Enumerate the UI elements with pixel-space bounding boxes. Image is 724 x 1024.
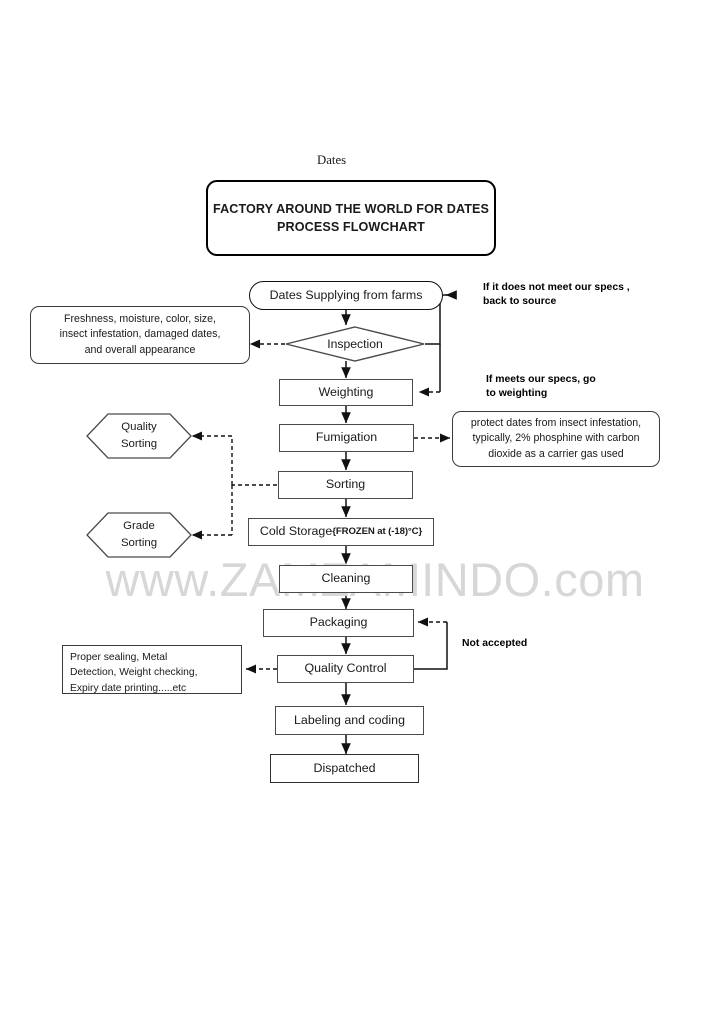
node-sorting[interactable]: Sorting — [278, 471, 413, 499]
note-fumigation-line-2: typically, 2% phosphine with carbon — [472, 432, 640, 445]
note-inspection-criteria: Freshness, moisture, color, size, insect… — [30, 306, 250, 364]
note-qc-line-3: Expiry date printing.....etc — [70, 682, 187, 694]
node-grade-sorting[interactable]: Grade Sorting — [86, 512, 192, 558]
node-quality-control-label: Quality Control — [304, 661, 387, 676]
node-dispatched-label: Dispatched — [313, 760, 376, 775]
note-inspection-criteria-line-1: Freshness, moisture, color, size, — [64, 312, 216, 325]
node-labeling-and-coding-label: Labeling and coding — [294, 712, 405, 727]
label-accept-line-1: If meets our specs, go — [486, 374, 596, 385]
label-reject-line-2: back to source — [483, 296, 557, 308]
node-sorting-label: Sorting — [325, 477, 366, 492]
node-labeling-and-coding[interactable]: Labeling and coding — [275, 706, 424, 735]
node-grade-sorting-text: Grade Sorting — [86, 512, 192, 558]
note-fumigation-line-3: dioxide as a carrier gas used — [488, 447, 624, 460]
node-fumigation-label: Fumigation — [315, 430, 378, 445]
note-quality-control-detail: Proper sealing, Metal Detection, Weight … — [62, 645, 242, 694]
note-inspection-criteria-line-2: insect infestation, damaged dates, — [59, 328, 221, 341]
node-inspection-label: Inspection — [327, 337, 383, 351]
node-cold-storage[interactable]: Cold Storage {FROZEN at (-18)°C} — [248, 518, 434, 546]
title-line-1: FACTORY AROUND THE WORLD FOR DATES — [212, 201, 490, 216]
page-title: Dates — [317, 153, 347, 167]
node-quality-sorting-text: Quality Sorting — [86, 413, 192, 459]
node-fumigation[interactable]: Fumigation — [279, 424, 414, 452]
node-cleaning-label: Cleaning — [321, 571, 371, 586]
node-quality-control[interactable]: Quality Control — [277, 655, 414, 683]
node-weighting-label: Weighting — [318, 384, 374, 399]
node-cold-storage-detail: {FROZEN at (-18)°C} — [332, 526, 423, 538]
note-fumigation-line-1: protect dates from insect infestation, — [470, 416, 642, 429]
node-quality-sorting[interactable]: Quality Sorting — [86, 413, 192, 459]
note-qc-line-1: Proper sealing, Metal — [70, 652, 168, 663]
node-cleaning[interactable]: Cleaning — [279, 565, 413, 593]
note-fumigation-detail: protect dates from insect infestation, t… — [452, 411, 660, 467]
node-dispatched[interactable]: Dispatched — [270, 754, 419, 783]
node-dates-supplying-label: Dates Supplying from farms — [269, 287, 423, 302]
node-cold-storage-label: Cold Storage — [259, 524, 333, 539]
node-inspection[interactable]: Inspection — [285, 326, 425, 362]
node-packaging-label: Packaging — [309, 615, 368, 630]
node-quality-sorting-line-2: Sorting — [120, 438, 158, 450]
node-grade-sorting-line-2: Sorting — [120, 537, 158, 549]
label-accept-branch: If meets our specs, go to weighting — [486, 373, 666, 402]
title-line-2: PROCESS FLOWCHART — [277, 220, 425, 234]
label-accept-line-2: to weighting — [486, 388, 548, 400]
node-quality-sorting-line-1: Quality — [121, 420, 157, 433]
note-qc-line-2: Detection, Weight checking, — [70, 667, 198, 679]
label-reject-branch: If it does not meet our specs , back to … — [483, 281, 663, 310]
node-grade-sorting-line-1: Grade — [123, 519, 155, 532]
node-packaging[interactable]: Packaging — [263, 609, 414, 637]
node-weighting[interactable]: Weighting — [279, 379, 413, 406]
note-inspection-criteria-line-3: and overall appearance — [84, 343, 196, 356]
node-dates-supplying[interactable]: Dates Supplying from farms — [249, 281, 443, 310]
label-reject-line-1: If it does not meet our specs , — [483, 282, 630, 293]
label-not-accepted: Not accepted — [462, 638, 528, 649]
title-box: FACTORY AROUND THE WORLD FOR DATES PROCE… — [206, 180, 496, 256]
